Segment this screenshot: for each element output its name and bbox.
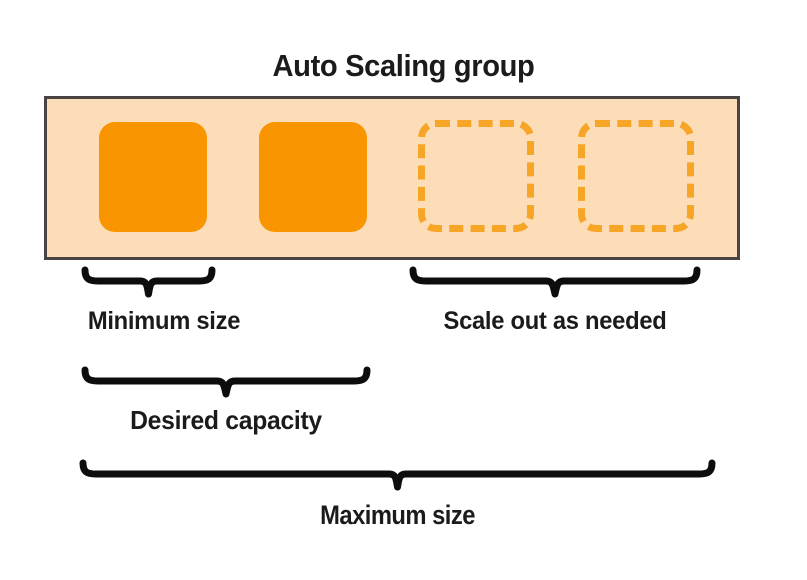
instance-1 [99,122,207,232]
maximum-size-label: Maximum size [320,500,475,530]
instance-4-placeholder [578,120,694,232]
minimum-size-brace-icon [82,266,215,300]
desired-capacity-label: Desired capacity [130,405,322,435]
maximum-size-brace-icon [80,459,715,493]
page-title: Auto Scaling group [272,48,535,83]
scale-out-brace-icon [410,266,700,300]
instance-2 [259,122,367,232]
scale-out-label: Scale out as needed [443,307,667,335]
desired-capacity-brace-icon [82,366,370,400]
minimum-size-label: Minimum size [87,307,241,335]
instance-3-placeholder [418,120,534,232]
